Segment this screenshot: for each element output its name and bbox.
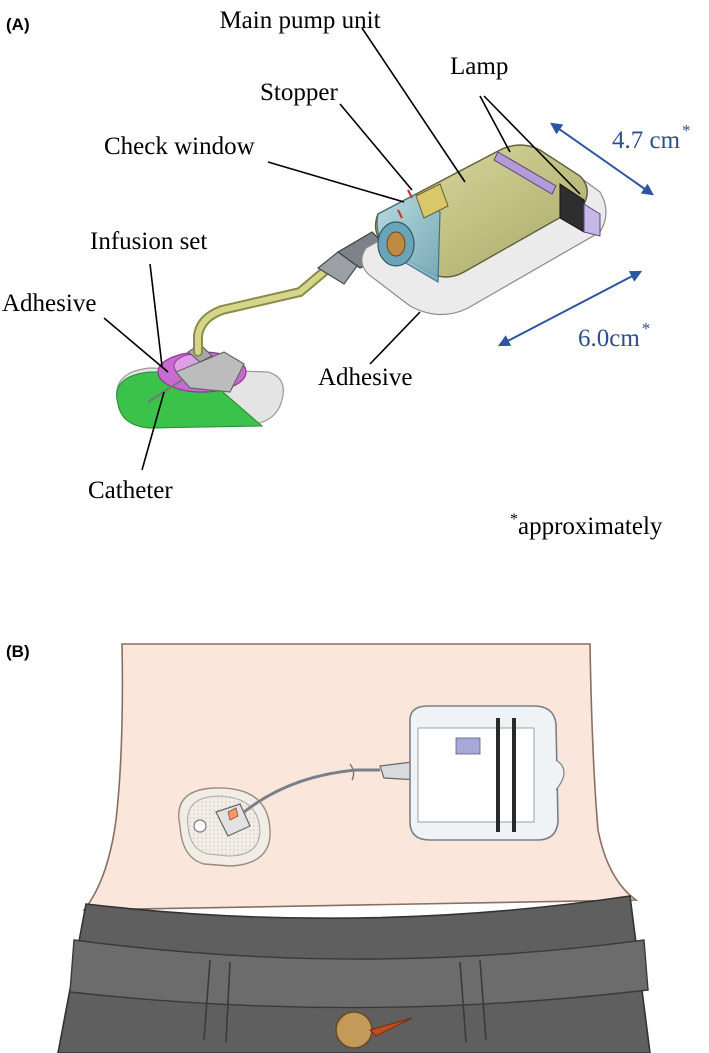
leader-adhesive-left xyxy=(103,317,169,373)
tubing xyxy=(193,231,394,357)
infusion-site-patch xyxy=(178,787,271,867)
length-dimension-label: 6.0cm* xyxy=(578,319,650,352)
label-lamp: Lamp xyxy=(450,53,508,80)
leader-infusion-set xyxy=(149,263,163,367)
tubing-b xyxy=(243,768,380,814)
width-dimension-label: 4.7 cm* xyxy=(612,121,691,154)
jeans-illustration xyxy=(57,895,651,1053)
label-check-window: Check window xyxy=(104,133,255,160)
infusion-set-illustration xyxy=(116,343,284,429)
leader-lamp-1 xyxy=(479,95,511,153)
pump-on-body xyxy=(409,705,565,841)
length-dimension-arrow xyxy=(497,270,643,347)
leader-adhesive-bottom xyxy=(369,311,421,365)
panel-a-letter: (A) xyxy=(6,15,30,34)
label-infusion-set: Infusion set xyxy=(90,228,207,255)
jeans-button xyxy=(335,1011,373,1049)
footnote-approximately: *approximately xyxy=(510,511,663,540)
leader-stopper xyxy=(339,103,413,191)
navel xyxy=(349,763,355,781)
label-main-pump-unit: Main pump unit xyxy=(219,7,380,34)
leader-catheter xyxy=(141,391,165,471)
leader-main-pump-unit xyxy=(361,27,466,183)
main-pump-unit-illustration xyxy=(374,144,601,284)
label-catheter: Catheter xyxy=(88,477,173,504)
panel-a: (A) xyxy=(2,7,691,540)
label-adhesive-left: Adhesive xyxy=(2,290,96,317)
panel-b: (B) xyxy=(6,642,651,1053)
width-dimension-arrow xyxy=(550,122,654,196)
label-stopper: Stopper xyxy=(260,79,338,106)
leader-check-window xyxy=(267,161,405,203)
panel-b-letter: (B) xyxy=(6,642,30,661)
label-adhesive-bottom: Adhesive xyxy=(318,364,412,391)
